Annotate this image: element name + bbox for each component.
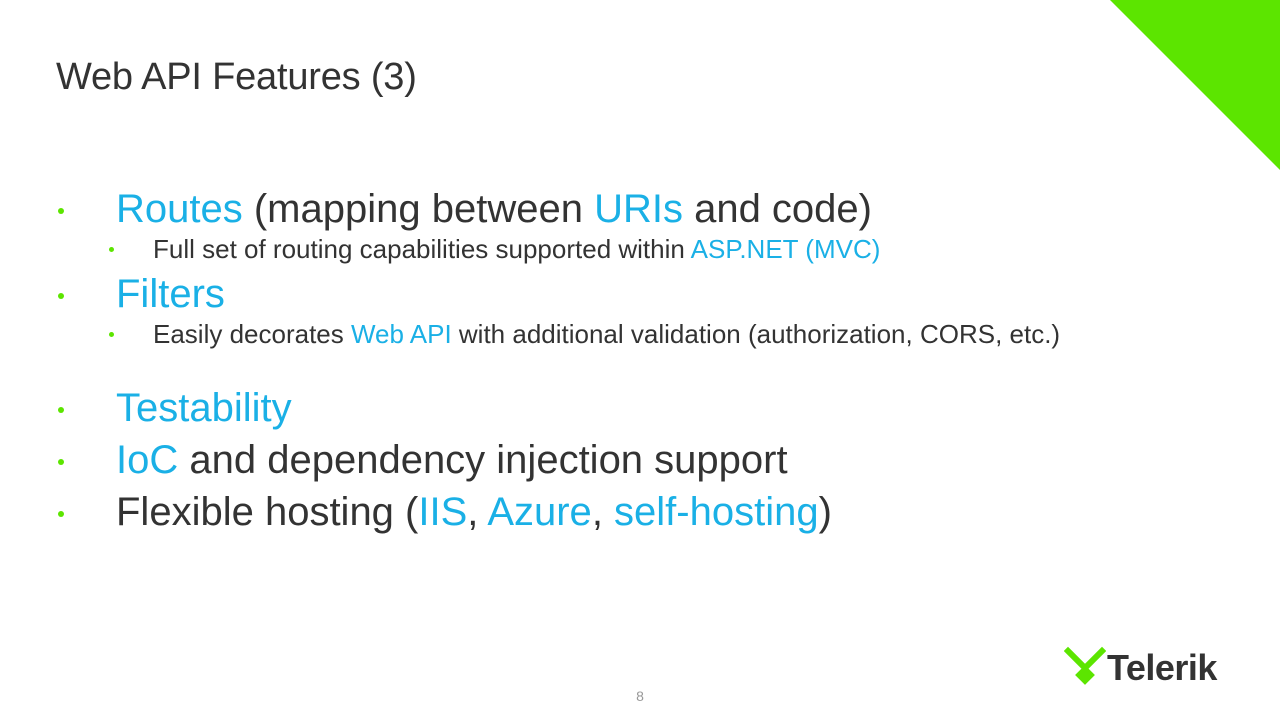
telerik-mark-icon — [1064, 646, 1106, 685]
bullet-testability: Testability — [56, 386, 292, 430]
highlight-text: Web API — [350, 319, 452, 349]
bullet-ioc: IoC and dependency injection support — [56, 438, 788, 482]
bullet-text: , — [591, 490, 615, 534]
bullet-dot-icon — [58, 293, 64, 299]
bullet-dot-icon — [58, 407, 64, 413]
bullet-dot-icon — [58, 511, 64, 517]
bullet-text: , — [467, 490, 488, 534]
page-number: 8 — [636, 688, 644, 704]
sub-bullet-text: Easily decorates — [153, 319, 351, 349]
highlight-text: IIS — [418, 490, 468, 534]
highlight-text: Testability — [116, 386, 292, 430]
bullet-text: and dependency injection support — [178, 438, 788, 482]
highlight-text: Routes — [116, 187, 243, 231]
logo-text: Telerik — [1107, 647, 1217, 688]
bullet-text: and code) — [682, 187, 872, 231]
bullet-routes: Routes (mapping between URIs and code) — [56, 187, 872, 231]
bullet-text: Flexible hosting ( — [116, 490, 419, 534]
sub-bullet-text: Full set of routing capabilities support… — [153, 234, 691, 264]
sub-bullet-text: with additional validation (authorizatio… — [451, 319, 1061, 349]
green-corner-triangle-icon — [1110, 0, 1280, 170]
highlight-text: URIs — [594, 187, 683, 231]
slide-title: Web API Features (3) — [56, 56, 417, 98]
sub-bullet-dot-icon — [109, 247, 114, 252]
sub-bullet-dot-icon — [109, 332, 114, 337]
telerik-logo: Telerik — [1064, 644, 1234, 688]
bullet-text: (mapping between — [242, 187, 595, 231]
bullet-list: Routes (mapping between URIs and code) F… — [56, 0, 1216, 720]
sub-bullet-routing: Full set of routing capabilities support… — [56, 234, 1223, 264]
highlight-text: Filters — [116, 272, 225, 316]
sub-bullet-filters: Easily decorates Web API with additional… — [56, 319, 1223, 349]
highlight-text: Azure — [487, 490, 592, 534]
bullet-dot-icon — [58, 208, 64, 214]
bullet-dot-icon — [58, 459, 64, 465]
bullet-hosting: Flexible hosting (IIS, Azure, self-hosti… — [56, 490, 832, 534]
highlight-text: self-hosting — [614, 490, 819, 534]
highlight-text: ASP.NET (MVC) — [690, 234, 881, 264]
highlight-text: IoC — [116, 438, 179, 482]
bullet-text: ) — [818, 490, 832, 534]
bullet-filters: Filters — [56, 272, 225, 316]
